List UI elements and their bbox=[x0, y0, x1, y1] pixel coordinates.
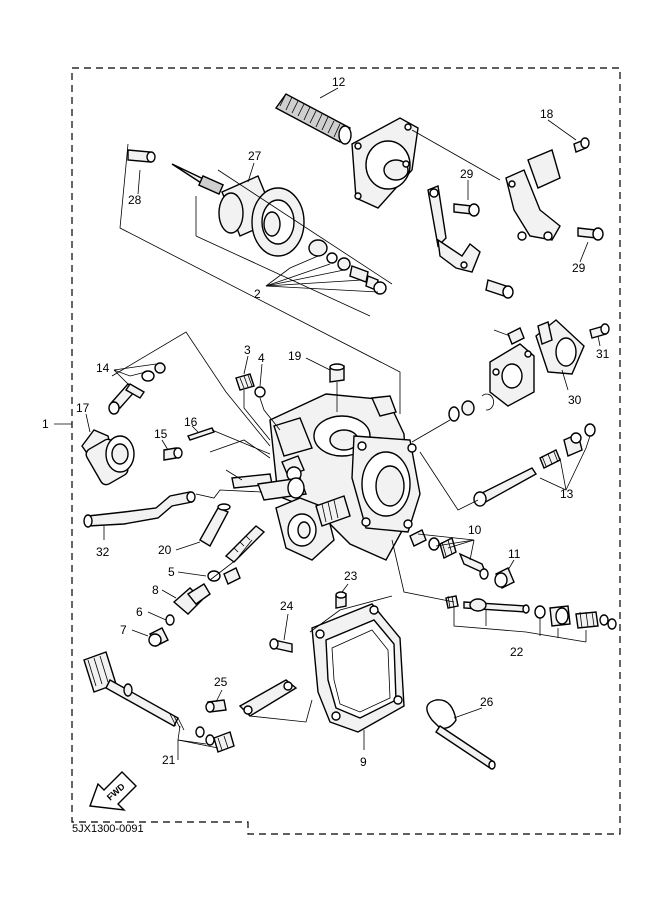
part-14-valve-set bbox=[108, 362, 166, 415]
part-17-starter-plunger bbox=[81, 429, 135, 486]
part-19-screw bbox=[329, 363, 345, 383]
callout-20: 20 bbox=[158, 543, 172, 557]
callout-7: 7 bbox=[120, 623, 127, 637]
part-24-screw bbox=[269, 638, 293, 653]
part-22-accelerator-pump-set bbox=[445, 595, 617, 630]
callout-16: 16 bbox=[184, 415, 198, 429]
part-5-washer bbox=[207, 567, 241, 585]
part-30-tps-sensor bbox=[535, 319, 585, 375]
shaft-washers bbox=[448, 393, 494, 422]
callout-30: 30 bbox=[568, 393, 582, 407]
part-32-hose bbox=[83, 491, 196, 528]
part-15-screw bbox=[163, 447, 183, 461]
callout-31: 31 bbox=[596, 347, 610, 361]
part-16-pin bbox=[187, 427, 215, 441]
cable-holder-right bbox=[505, 149, 561, 241]
part-28-pin bbox=[127, 149, 156, 163]
part-11-drain-plug bbox=[494, 567, 515, 589]
callout-11: 11 bbox=[508, 547, 521, 561]
callout-4: 4 bbox=[258, 351, 265, 365]
callout-32: 32 bbox=[96, 545, 110, 559]
part-3-screw bbox=[235, 373, 255, 391]
callout-12: 12 bbox=[332, 75, 346, 89]
part-8-main-jet-holder bbox=[172, 583, 211, 615]
callout-8: 8 bbox=[152, 583, 159, 597]
callout-13: 13 bbox=[560, 487, 574, 501]
callout-17: 17 bbox=[76, 401, 90, 415]
callout-26: 26 bbox=[480, 695, 494, 709]
throttle-shaft-parts bbox=[231, 473, 351, 561]
callout-14: 14 bbox=[96, 361, 110, 375]
part-23-screw bbox=[335, 591, 347, 609]
callout-27: 27 bbox=[248, 149, 262, 163]
callout-21: 21 bbox=[162, 753, 176, 767]
part-25-screw bbox=[205, 699, 227, 713]
callout-19: 19 bbox=[288, 349, 302, 363]
part-27-piston-diaphragm bbox=[218, 175, 305, 257]
assembly-boundary bbox=[71, 67, 621, 835]
callout-24: 24 bbox=[280, 599, 294, 613]
tps-screw bbox=[507, 327, 525, 345]
callout-3: 3 bbox=[244, 343, 251, 357]
part-9-float-chamber bbox=[311, 603, 405, 733]
fwd-arrow-icon: FWD bbox=[89, 771, 137, 811]
callout-23: 23 bbox=[344, 569, 358, 583]
throttle-cable-bracket bbox=[427, 185, 481, 273]
carburetor-body bbox=[269, 393, 421, 561]
part-4-washer bbox=[254, 386, 266, 398]
callout-2: 2 bbox=[254, 287, 261, 301]
callout-9: 9 bbox=[360, 755, 367, 769]
callout-1: 1 bbox=[42, 417, 49, 431]
callout-6: 6 bbox=[136, 605, 143, 619]
part-29-screw-lower bbox=[577, 227, 604, 241]
part-6-washer bbox=[165, 614, 175, 626]
callout-10: 10 bbox=[468, 523, 482, 537]
part-20-needle-jet bbox=[199, 503, 266, 563]
callout-29b: 29 bbox=[572, 261, 586, 275]
part-21-starter-shaft bbox=[83, 651, 235, 753]
cable-stay-plate bbox=[238, 679, 298, 717]
part-7-main-jet bbox=[148, 627, 169, 647]
callout-22: 22 bbox=[510, 645, 524, 659]
tps-coupling bbox=[489, 343, 535, 407]
part-10-screw-set bbox=[409, 529, 489, 580]
callout-25: 25 bbox=[214, 675, 228, 689]
callout-29a: 29 bbox=[460, 167, 474, 181]
part-26-key-rod bbox=[426, 699, 496, 770]
jet-needle bbox=[171, 163, 225, 195]
bracket-bolt bbox=[485, 279, 514, 299]
callout-15: 15 bbox=[154, 427, 168, 441]
part-31-screw bbox=[589, 323, 610, 339]
drawing-code: 5JX1300-0091 bbox=[72, 823, 144, 835]
callout-28: 28 bbox=[128, 193, 142, 207]
callout-18: 18 bbox=[540, 107, 554, 121]
part-12-spring bbox=[274, 93, 352, 145]
part-18-screw bbox=[573, 137, 590, 153]
carburetor-top-cover bbox=[351, 117, 419, 209]
part-29-screw-upper bbox=[453, 203, 480, 217]
callout-5: 5 bbox=[168, 565, 175, 579]
part-13-pilot-screw bbox=[473, 423, 596, 507]
